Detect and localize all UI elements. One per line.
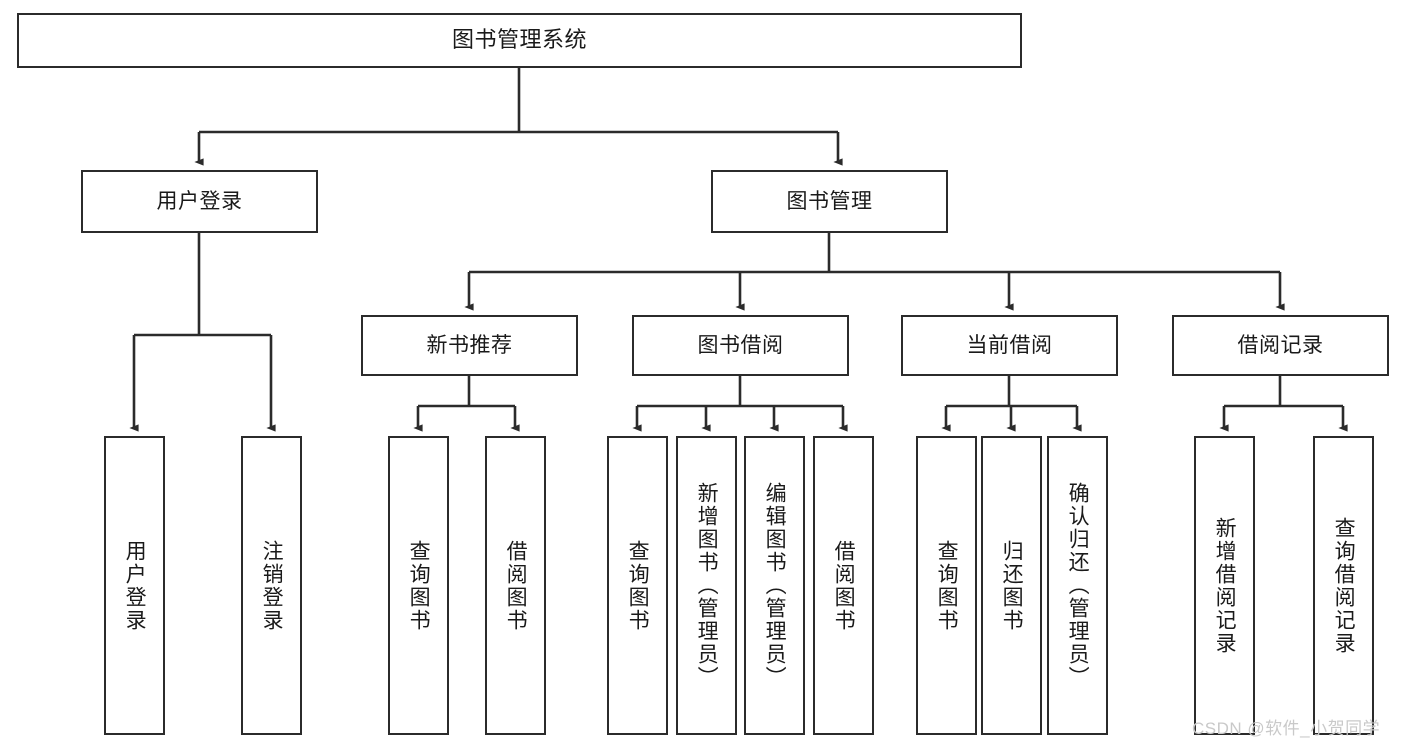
- leaf-borrow-record-add[interactable]: 新增借阅记录: [1194, 436, 1255, 735]
- leaf-book-borrow-add[interactable]: 新增图书（管理员）: [676, 436, 737, 735]
- watermark: CSDN @软件_小贺同学: [1192, 719, 1381, 738]
- leaf-label: 编辑图书（管理员）: [763, 482, 787, 689]
- leaf-user-login-login[interactable]: 用户登录: [104, 436, 165, 735]
- node-borrow-record[interactable]: 借阅记录: [1172, 315, 1389, 376]
- node-new-book-recommend[interactable]: 新书推荐: [361, 315, 578, 376]
- leaf-label: 确认归还（管理员）: [1066, 482, 1090, 689]
- leaf-book-borrow-edit[interactable]: 编辑图书（管理员）: [744, 436, 805, 735]
- node-book-management[interactable]: 图书管理: [711, 170, 948, 233]
- node-new-book-recommend-label: 新书推荐: [426, 333, 513, 357]
- leaf-label: 查询图书: [407, 539, 431, 632]
- leaf-label: 注销登录: [260, 539, 284, 632]
- node-user-login-label: 用户登录: [156, 189, 243, 213]
- node-user-login[interactable]: 用户登录: [81, 170, 318, 233]
- node-book-management-label: 图书管理: [786, 189, 873, 213]
- leaf-current-borrow-query[interactable]: 查询图书: [916, 436, 977, 735]
- leaf-label: 新增图书（管理员）: [695, 482, 719, 689]
- leaf-current-borrow-return[interactable]: 归还图书: [981, 436, 1042, 735]
- node-borrow-record-label: 借阅记录: [1237, 333, 1324, 357]
- leaf-new-book-borrow[interactable]: 借阅图书: [485, 436, 546, 735]
- leaf-label: 查询借阅记录: [1332, 516, 1356, 655]
- leaf-label: 查询图书: [626, 539, 650, 632]
- leaf-label: 新增借阅记录: [1213, 516, 1237, 655]
- leaf-user-login-logout[interactable]: 注销登录: [241, 436, 302, 735]
- node-book-borrow-label: 图书借阅: [697, 333, 784, 357]
- node-book-borrow[interactable]: 图书借阅: [632, 315, 849, 376]
- node-root-label: 图书管理系统: [451, 27, 587, 53]
- leaf-book-borrow-borrow[interactable]: 借阅图书: [813, 436, 874, 735]
- leaf-label: 归还图书: [1000, 539, 1024, 632]
- leaf-borrow-record-query[interactable]: 查询借阅记录: [1313, 436, 1374, 735]
- leaf-new-book-query[interactable]: 查询图书: [388, 436, 449, 735]
- leaf-book-borrow-query[interactable]: 查询图书: [607, 436, 668, 735]
- node-current-borrow[interactable]: 当前借阅: [901, 315, 1118, 376]
- leaf-current-borrow-confirm-return[interactable]: 确认归还（管理员）: [1047, 436, 1108, 735]
- leaf-label: 查询图书: [935, 539, 959, 632]
- node-root[interactable]: 图书管理系统: [17, 13, 1022, 68]
- leaf-label: 借阅图书: [504, 539, 528, 632]
- node-current-borrow-label: 当前借阅: [966, 333, 1053, 357]
- leaf-label: 用户登录: [123, 539, 147, 632]
- leaf-label: 借阅图书: [832, 539, 856, 632]
